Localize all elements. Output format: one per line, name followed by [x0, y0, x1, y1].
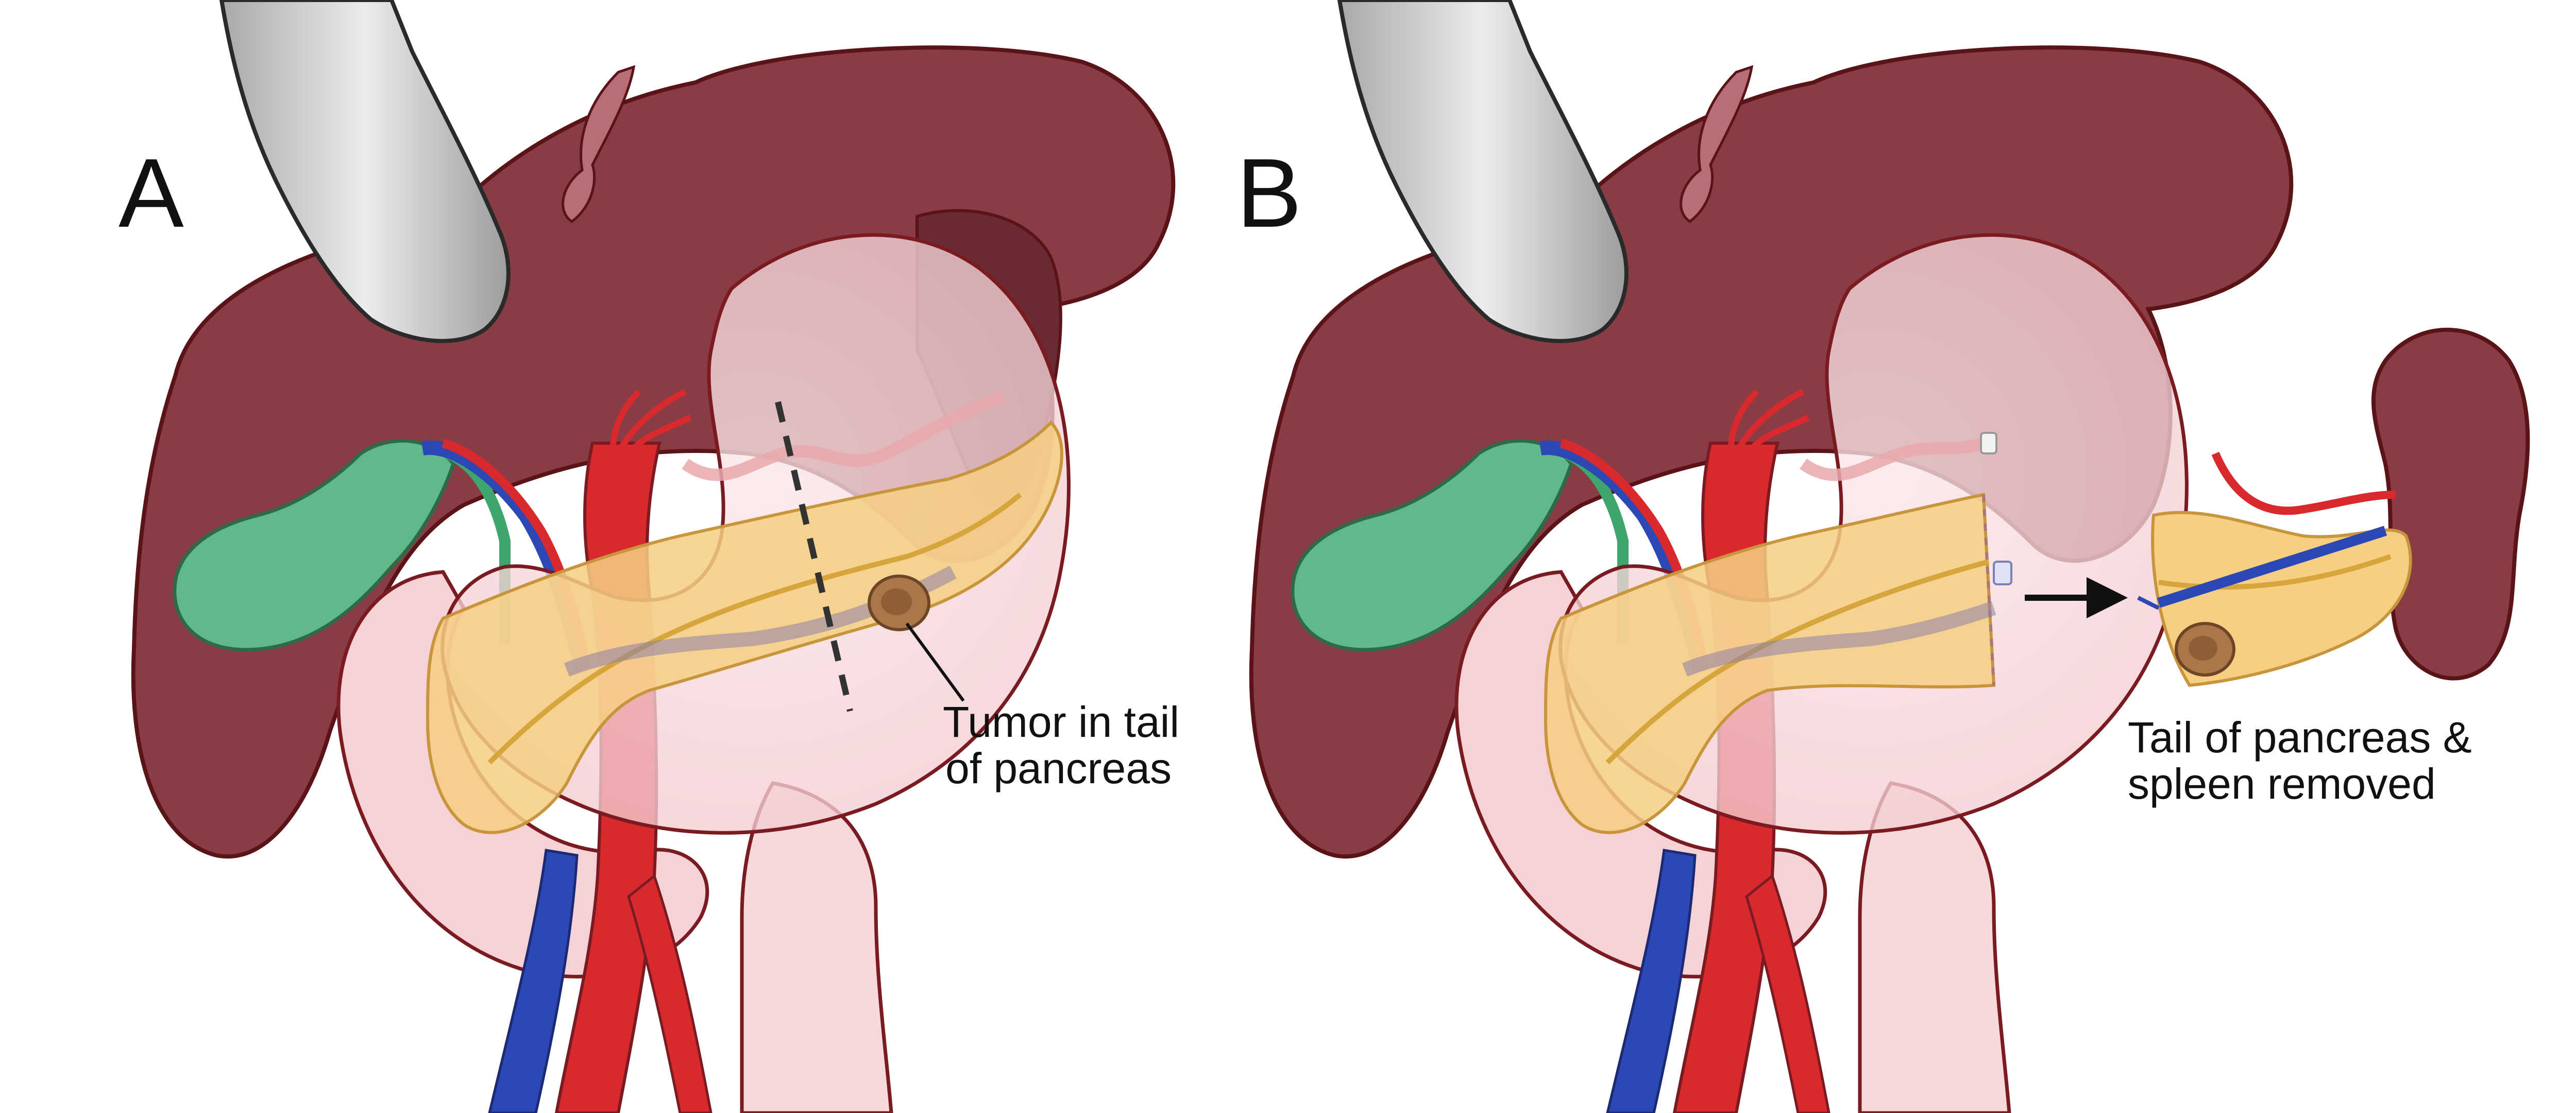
- vena-cava: [1606, 849, 1697, 1113]
- artery-clip: [1980, 432, 1997, 454]
- pancreatic-duct: [487, 493, 1022, 765]
- jejunum: [1858, 781, 2011, 1113]
- panel-letter-b: B: [1236, 139, 1302, 248]
- removal-arrow-head: [2087, 577, 2128, 618]
- splenic-vein: [1682, 601, 1996, 677]
- caption-b-line-2: spleen removed: [2128, 760, 2436, 808]
- vein-clip: [1993, 561, 2012, 585]
- tumor-core: [881, 588, 912, 615]
- gallbladder: [173, 439, 455, 652]
- splenic-artery-stump: [1800, 437, 1986, 481]
- retractor: [1337, 0, 1629, 343]
- jejunum: [740, 781, 893, 1113]
- caption-b-line-1: Tail of pancreas &: [2128, 713, 2472, 762]
- staple-line: [1982, 494, 1995, 686]
- specimen-duct: [2158, 554, 2392, 590]
- celiac-branches: [1728, 389, 1810, 455]
- celiac-branches: [610, 389, 692, 455]
- lower-artery-branch: [1745, 873, 1831, 1113]
- lower-artery-branch: [627, 873, 713, 1113]
- specimen-artery: [2211, 451, 2396, 515]
- specimen-vein: [2157, 526, 2387, 608]
- spleen: [2371, 328, 2530, 681]
- vena-cava: [488, 849, 579, 1113]
- retractor: [219, 0, 511, 343]
- pancreatic-duct: [1605, 559, 1990, 765]
- caption-a-line-1: Tumor in tail: [943, 698, 1179, 746]
- gallbladder: [1291, 439, 1573, 652]
- panel-a: A Tumor in tail of pancreas: [118, 0, 1179, 1113]
- pancreas: [426, 420, 1063, 834]
- resection-line: [775, 401, 853, 712]
- panel-letter-a: A: [118, 139, 184, 248]
- caption-a-line-2: of pancreas: [945, 744, 1172, 792]
- panel-b: B Tail of pancreas & spleen removed: [1236, 0, 2530, 1113]
- falciform-ligament: [562, 65, 636, 224]
- falciform-ligament: [1680, 65, 1754, 224]
- pancreas-remnant: [1544, 493, 1996, 834]
- splenic-artery: [682, 391, 1007, 481]
- tumor-core: [2189, 636, 2217, 661]
- specimen-suture: [2137, 596, 2160, 610]
- tumor-leader-line: [905, 622, 965, 702]
